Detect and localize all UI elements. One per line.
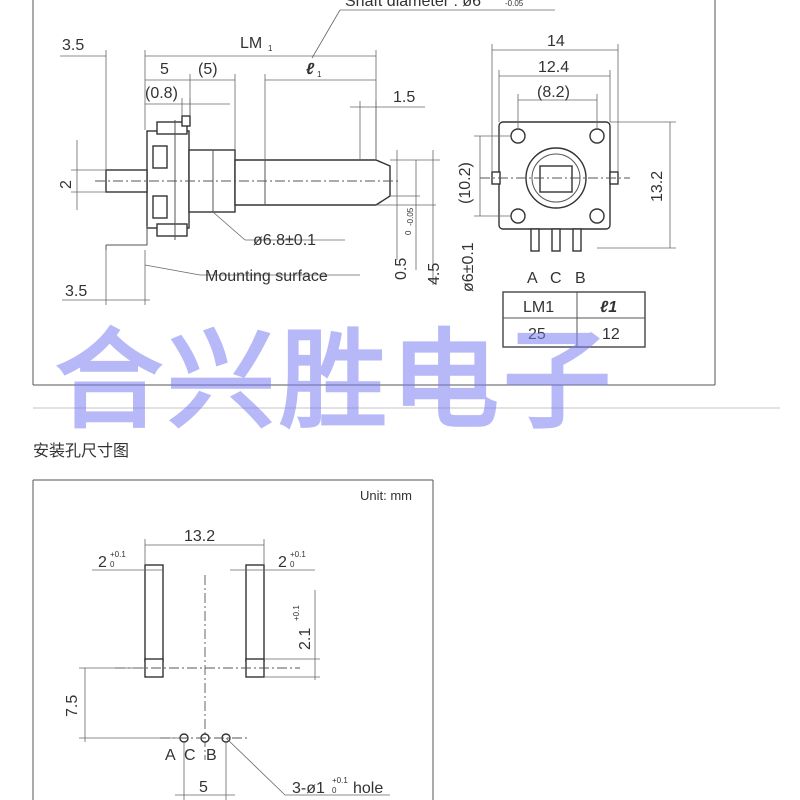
svg-text:1: 1 [268, 44, 273, 53]
hole-label-b: B [206, 747, 217, 764]
svg-text:0: 0 [110, 560, 115, 569]
table-header-lm1: LM1 [523, 299, 554, 316]
dim-10-2: (10.2) [457, 162, 474, 204]
dim-13-2: 13.2 [649, 171, 666, 202]
table-cell-lm1: 25 [528, 326, 546, 343]
dim-0-5: 0.5 [393, 258, 410, 280]
svg-text:0: 0 [404, 230, 413, 235]
hole-label-a: A [165, 747, 176, 764]
dim-5-paren: (5) [198, 61, 218, 78]
lm-table: LM1 ℓ1 25 12 [502, 291, 646, 348]
shaft [234, 159, 391, 206]
slot-right [245, 564, 265, 662]
svg-text:0: 0 [290, 560, 295, 569]
dim-lm1: LM [240, 35, 262, 52]
svg-text:+0.1: +0.1 [292, 605, 301, 621]
pin-label-a: A [527, 270, 538, 287]
dim-2: 2 [58, 180, 75, 189]
table-header-l1: ℓ1 [600, 299, 617, 316]
dim-0-8: (0.8) [145, 85, 178, 102]
front-view: A C B 14 12.4 (8.2) (10.2) 13.2 [457, 33, 676, 287]
unit-label: Unit: mm [360, 488, 412, 503]
svg-text:1: 1 [317, 70, 322, 79]
dim-12-4: 12.4 [538, 59, 569, 76]
section-title: 安装孔尺寸图 [33, 443, 130, 460]
dim-3-5-top: 3.5 [62, 37, 84, 54]
dim-phi-6: ø6±0.1 [460, 242, 477, 292]
pin-label-c: C [550, 270, 562, 287]
svg-text:Shaft diameter : ø6: Shaft diameter : ø6 [345, 0, 481, 10]
table-cell-l1: 12 [602, 326, 620, 343]
svg-text:+0.1: +0.1 [290, 550, 306, 559]
dim-phi-6-8: ø6.8±0.1 [253, 232, 316, 249]
mounting-hole-view: 13.2 2 +0.1 0 2 +0.1 0 2.1 +0.1 7.5 A C … [64, 528, 390, 800]
dim-8-2: (8.2) [537, 84, 570, 101]
top-frame [32, 0, 716, 386]
bottom-frame [32, 479, 434, 800]
svg-text:-0.05: -0.05 [406, 207, 415, 226]
side-view: 3.5 LM 1 5 (5) ℓ 1 (0.8) 1.5 2 [58, 35, 477, 305]
watermark-text: 合兴胜电子 [55, 319, 615, 444]
hole-note: 3-ø1 [292, 780, 325, 797]
dim-l1: ℓ [306, 61, 315, 78]
dim-5-holes: 5 [199, 779, 208, 796]
dim-3-5-bottom: 3.5 [65, 283, 87, 300]
dim-13-2-holes: 13.2 [184, 528, 215, 545]
svg-text:+0.1: +0.1 [332, 776, 348, 785]
dim-1-5: 1.5 [393, 89, 415, 106]
dim-2-right: 2 [278, 554, 287, 571]
shaft-diameter-note: Shaft diameter : ø6 -0.05 [311, 0, 555, 59]
dim-2-left: 2 [98, 554, 107, 571]
svg-text:-0.05: -0.05 [505, 0, 524, 8]
dim-7-5: 7.5 [64, 695, 81, 717]
svg-text:+0.1: +0.1 [110, 550, 126, 559]
mounting-surface-label: Mounting surface [205, 268, 328, 285]
svg-text:hole: hole [353, 780, 383, 797]
pin-label-b: B [575, 270, 586, 287]
dim-5: 5 [160, 61, 169, 78]
dim-2-1: 2.1 [297, 628, 314, 650]
hole-label-c: C [184, 747, 196, 764]
dim-4-5: 4.5 [426, 263, 443, 285]
dim-14: 14 [547, 33, 565, 50]
svg-text:0: 0 [332, 786, 337, 795]
slot-left [144, 564, 164, 662]
